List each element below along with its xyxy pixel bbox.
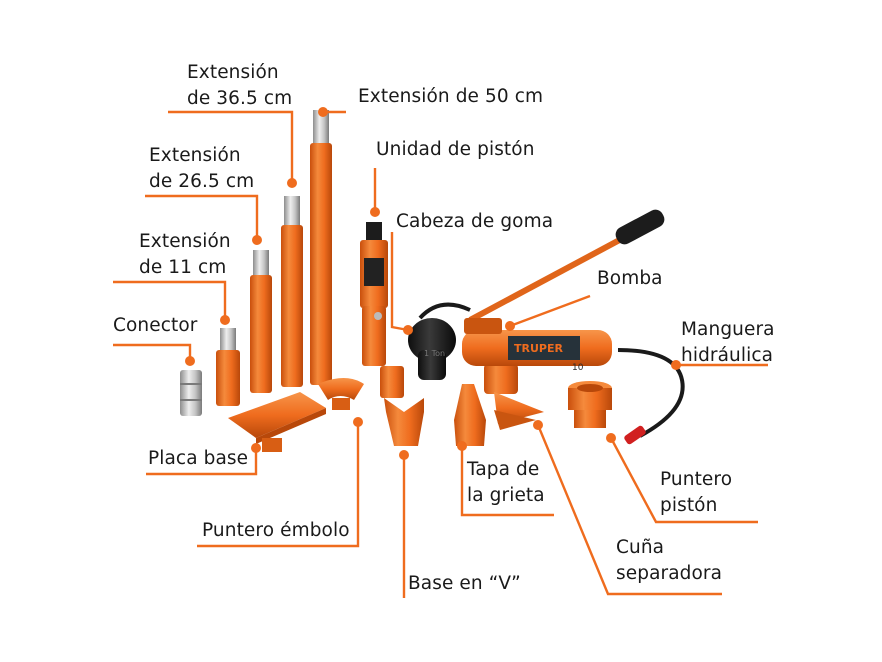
label-line: Extensión [139,231,231,252]
label-extension-11cm: Extensión de 11 cm [139,229,231,281]
dot-base-plate [251,443,261,453]
plunger-tip [318,378,364,410]
label-line: de 26.5 cm [149,171,255,192]
brand-mark: TRUPER [514,342,563,355]
label-line: Base en “V” [408,573,521,594]
label-line: Bomba [597,268,663,289]
connector [180,370,202,416]
leader-ext365 [168,110,294,183]
dot-hose [671,360,681,370]
label-line: Manguera [681,319,775,340]
dot-plunger [353,417,363,427]
dot-piston [370,207,380,217]
label-piston-tip: Puntero pistón [660,467,732,519]
label-line: de 36.5 cm [187,88,293,109]
leader-plunger [197,422,360,548]
leader-pump [509,294,591,328]
flat-base [380,366,404,398]
leader-rubber [390,232,409,332]
leader-tip [609,437,758,524]
leader-lines [113,110,768,598]
label-connector: Conector [113,313,198,339]
dot-ext50 [318,107,328,117]
dot-ext365 [287,178,297,188]
v-base [384,398,424,446]
leader-crack [460,446,554,517]
rubber-head: 1 Ton [408,318,456,380]
dot-rubber [403,325,413,335]
label-piston-unit: Unidad de pistón [376,137,535,163]
label-line: Tapa de [467,459,540,480]
label-line: Extensión de 50 cm [358,86,544,107]
label-line: Extensión [187,62,279,83]
label-line: hidráulica [681,345,774,366]
leader-base-plate [146,448,258,476]
label-line: Cabeza de goma [396,211,554,232]
rubber-head-marking: 1 Ton [424,349,445,358]
label-line: Placa base [148,448,249,469]
label-pump: Bomba [597,266,663,292]
label-line: Conector [113,315,198,336]
dot-connector [185,356,195,366]
wedge-spreader [484,364,544,430]
label-line: de 11 cm [139,257,227,278]
label-line: Puntero émbolo [202,520,350,541]
label-line: Unidad de pistón [376,139,535,160]
extension-36-5cm [281,196,303,387]
pump-capacity: 10 [572,363,584,373]
label-base-plate: Placa base [148,446,248,472]
dot-tip [606,433,616,443]
dot-crack [457,441,467,451]
leader-wedge [536,424,722,596]
label-wedge-spreader: Cuña separadora [616,535,722,587]
label-rubber-head: Cabeza de goma [396,209,553,235]
base-plate [228,392,326,452]
label-extension-26-5cm: Extensión de 26.5 cm [149,143,254,195]
leader-dots [185,107,681,460]
label-extension-36-5cm: Extensión de 36.5 cm [187,60,292,112]
label-line: Extensión [149,145,241,166]
hydraulic-pump: TRUPER 10 [462,209,665,373]
label-hydraulic-hose: Manguera hidráulica [681,317,775,369]
label-line: la grieta [467,485,545,506]
dot-ext265 [252,235,262,245]
crack-cap [454,384,486,446]
leader-ext265 [145,194,259,240]
label-line: Cuña [616,537,665,558]
label-line: separadora [616,563,723,584]
label-line: Puntero [660,469,733,490]
dot-wedge [533,420,543,430]
dot-ext11 [220,315,230,325]
leader-ext11 [113,280,227,320]
label-crack-cap: Tapa de la grieta [467,457,545,509]
extension-11cm [216,328,240,406]
label-line: pistón [660,495,718,516]
extension-50cm [310,110,332,385]
dot-v-base [399,450,409,460]
label-plunger-tip: Puntero émbolo [202,518,350,544]
leader-connector [113,343,192,361]
hose-coupler [624,425,646,445]
dot-pump [505,321,515,331]
label-extension-50cm: Extensión de 50 cm [358,84,543,110]
piston-tip [568,381,612,428]
label-v-base: Base en “V” [408,571,521,597]
extension-26-5cm [250,250,272,393]
hydraulic-hose [418,302,685,438]
piston-unit [360,222,388,366]
